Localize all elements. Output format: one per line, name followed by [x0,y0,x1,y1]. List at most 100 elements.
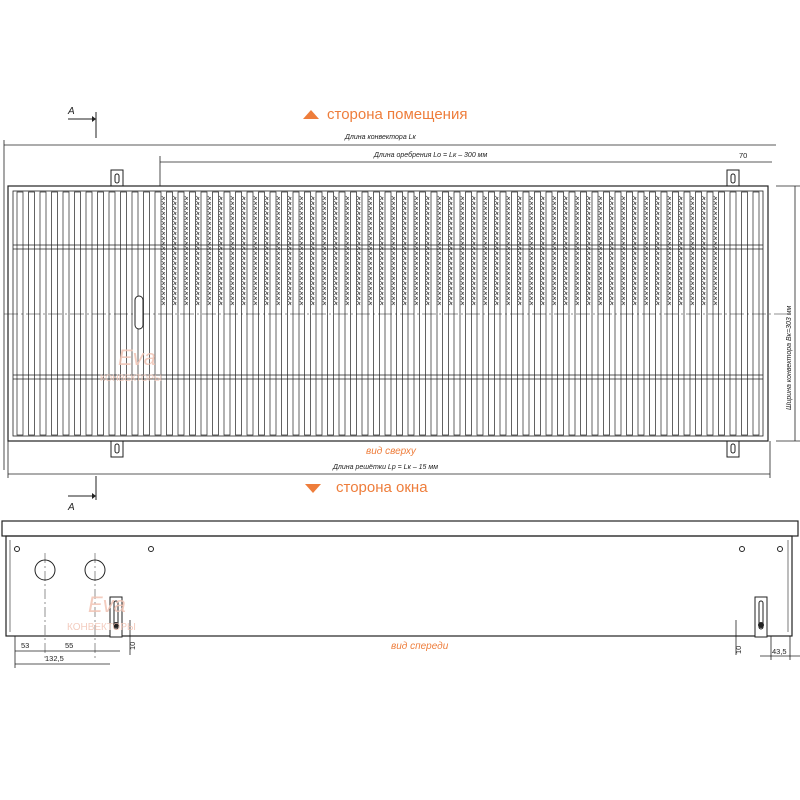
front-view-top-plate [1,520,799,537]
fin-hatch [368,195,372,306]
grille-bar [637,191,645,436]
leg-left [109,596,123,638]
grille-bar [580,191,587,436]
grille-bar [729,191,737,436]
grille-bar [189,191,196,436]
fin-hatch [437,195,441,306]
fin-hatch [310,195,315,306]
grille-bar [649,191,656,436]
grille-bar [396,191,403,436]
grille-bar [74,191,81,436]
svg-text:Eva: Eva [118,345,156,370]
leg-right [754,596,768,638]
section-marker-bottom [68,476,97,500]
grille-bar [350,191,357,436]
front-view-body [5,535,793,637]
grille-bar [430,191,438,436]
grille-bar [120,191,127,436]
fin-hatch [655,195,660,306]
fin-hatch [322,195,326,306]
bracket-bottom-right [726,439,740,458]
fin-hatch [586,195,591,306]
fin-hatch [701,195,706,306]
convector-length-line [3,140,776,470]
fin-hatch [483,195,487,306]
fin-hatch [195,195,200,306]
grille-bar [269,191,277,436]
convector-length-label: Длина конвектора Lк [344,134,417,141]
bracket-top-left [110,169,124,188]
svg-text:КОНВЕКТОРЫ: КОНВЕКТОРЫ [67,622,136,633]
fin-hatch [460,195,464,306]
fin-hatch [379,195,384,306]
fin-hatch [207,195,211,306]
grille-bar [338,191,346,436]
section-marker-top [68,112,97,138]
top-view [4,169,790,458]
fin-hatch [563,195,568,306]
grille-bar [557,191,564,436]
grille-bar [465,191,472,436]
grille-bar [511,191,518,436]
grille-bar [384,191,392,436]
grille-bar [499,191,507,436]
grille-bar [706,191,714,436]
bracket-top-right [726,169,740,188]
finning-length-label: Длина оребрения Lо = Lк – 300 мм [373,151,487,159]
fin-hatch [414,195,418,306]
grille-bar [315,191,323,436]
fin-hatch [552,195,556,306]
fin-hatch [345,195,349,306]
fin-hatch [621,195,625,306]
grille-bar [672,191,679,436]
bracket-bottom-left [110,439,124,458]
fin-hatch [184,195,188,306]
grille-bar [476,191,484,436]
svg-text:Eva: Eva [88,592,126,617]
front-view [1,520,799,660]
grille-bar [85,191,93,436]
arrow-down-icon [305,484,321,493]
fin-hatch [678,195,683,306]
grille-bar [39,191,47,436]
grille-bar [258,191,265,436]
fin-hatch [241,195,246,306]
grille-bar [534,191,541,436]
screw-4 [777,546,783,552]
fin-hatch [448,195,453,306]
grille-bar [695,191,702,436]
dim-53: 53 [21,641,29,650]
grille-bar [143,191,150,436]
grille-bar [718,191,725,436]
fin-hatch [506,195,510,306]
grille-bar [660,191,668,436]
grille-bar [246,191,254,436]
dim-132-5: 132,5 [45,654,64,663]
grille-bar [626,191,633,436]
grille-bar [292,191,300,436]
fin-hatch [598,195,602,306]
eva-logo-watermark: Eva КОНВЕКТОРЫ Eva КОНВЕКТОРЫ [67,345,162,633]
fin-hatch [287,195,292,306]
grille-bar [741,191,748,436]
grille-bar [212,191,219,436]
heat-exchanger-finning [161,195,717,306]
grille-length-line [7,441,771,478]
dim-70: 70 [739,151,747,160]
svg-text:КОНВЕКТОРЫ: КОНВЕКТОРЫ [100,373,162,383]
fin-hatch [161,195,165,306]
fin-hatch [425,195,430,306]
grille-bar [28,191,35,436]
dim-10-right: 10 [734,646,743,654]
window-side-label: сторона окна [336,479,428,496]
grille-bar [16,191,24,436]
grille-bars [16,191,760,436]
fin-hatch [471,195,476,306]
fin-hatch [540,195,545,306]
fin-hatch [494,195,499,306]
grille-bar [442,191,449,436]
fin-hatch [713,195,717,306]
grille-bar [62,191,70,436]
dim-55: 55 [65,641,73,650]
screw-3 [739,546,745,552]
